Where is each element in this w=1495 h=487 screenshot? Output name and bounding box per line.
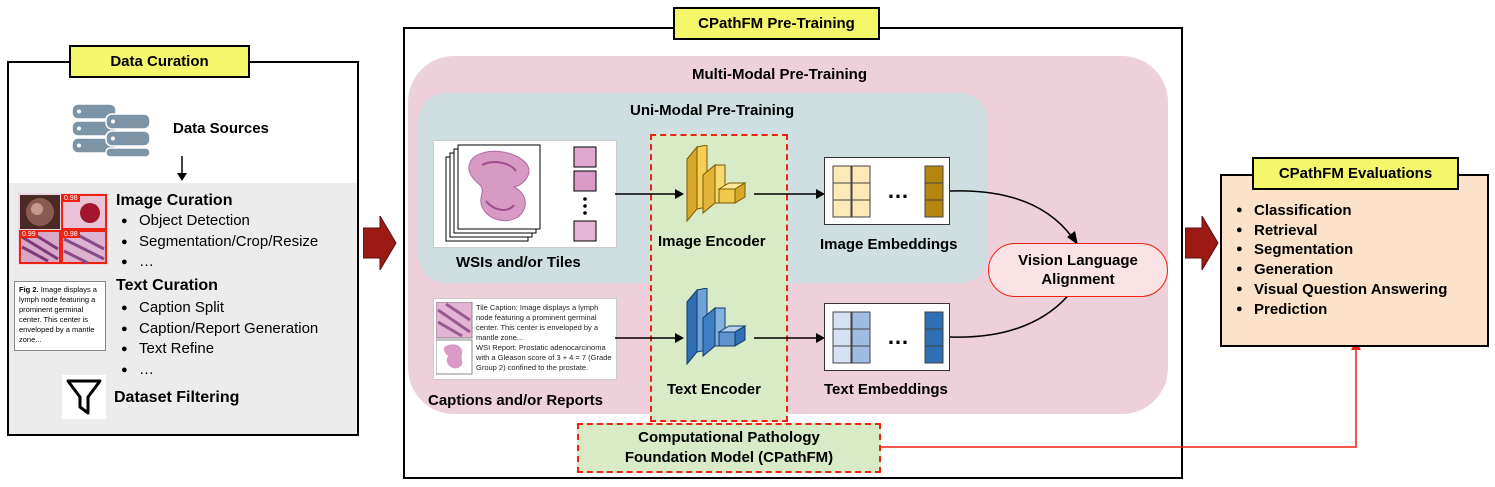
foundation-to-evaluation-connector <box>880 341 1361 448</box>
list-item: Object Detection <box>117 211 318 232</box>
list-item: Retrieval <box>1236 221 1447 241</box>
text-curation-list: Caption Split Caption/Report Generation … <box>117 298 318 380</box>
alignment-oval: Vision Language Alignment <box>988 243 1168 297</box>
fig-caption-box: Fig 2. Image displays a lymph node featu… <box>14 281 106 351</box>
pretraining-title: CPathFM Pre-Training <box>673 7 880 40</box>
flow-arrow-icon <box>1185 216 1219 270</box>
flow-arrow-icon <box>363 216 397 270</box>
data-sources-label: Data Sources <box>173 120 269 137</box>
image-curation-title: Image Curation <box>116 192 233 209</box>
alignment-label: Vision Language Alignment <box>1018 252 1138 288</box>
list-item: Caption/Report Generation <box>117 319 318 340</box>
list-item: Prediction <box>1236 300 1447 320</box>
text-encoder-icon <box>686 288 747 366</box>
text-embeddings-label: Text Embeddings <box>824 381 948 398</box>
image-encoder-icon <box>686 145 747 223</box>
arrow-to-image-encoder <box>615 189 684 199</box>
image-encoder-label: Image Encoder <box>658 233 766 250</box>
text-curation-title: Text Curation <box>116 277 218 294</box>
list-item: Classification <box>1236 201 1447 221</box>
evaluations-title: CPathFM Evaluations <box>1252 157 1459 190</box>
list-item: Visual Question Answering <box>1236 280 1447 300</box>
filter-icon <box>62 375 106 419</box>
image-embeddings-label: Image Embeddings <box>820 236 958 253</box>
arrow-to-text-encoder <box>615 333 684 343</box>
arrow-to-image-embeddings <box>754 189 825 199</box>
data-curation-title: Data Curation <box>69 45 250 78</box>
score-badge-1: 0.98 <box>62 195 80 202</box>
text-encoder-label: Text Encoder <box>667 381 761 398</box>
wsi-tiles-image <box>433 140 617 248</box>
captions-image: Tile Caption: Image displays a lymph nod… <box>433 298 617 380</box>
score-badge-3: 0.98 <box>62 231 80 238</box>
image-embeddings-box: … <box>824 157 950 225</box>
foundation-model-box: Computational Pathology Foundation Model… <box>577 423 881 473</box>
list-item: Segmentation <box>1236 240 1447 260</box>
database-icon <box>71 103 151 158</box>
list-item: … <box>117 360 318 381</box>
tile-caption-text: Tile Caption: Image displays a lymph nod… <box>476 303 599 342</box>
dataset-filtering-label: Dataset Filtering <box>114 389 240 406</box>
list-item: Generation <box>1236 260 1447 280</box>
foundation-model-label: Computational Pathology Foundation Model… <box>624 429 834 466</box>
image-embeddings-dots: … <box>887 178 909 203</box>
wsi-report-text: WSI Report: Prostatic adenocarcinoma wit… <box>476 343 612 372</box>
uni-modal-title: Uni-Modal Pre-Training <box>630 102 795 119</box>
list-item: … <box>117 252 318 273</box>
fig-text: Image displays a lymph node featuring a … <box>19 285 97 344</box>
evaluations-list: Classification Retrieval Segmentation Ge… <box>1236 201 1447 319</box>
list-item: Segmentation/Crop/Resize <box>117 232 318 253</box>
text-embeddings-box: … <box>824 303 950 371</box>
list-item: Text Refine <box>117 339 318 360</box>
text-embeddings-dots: … <box>887 324 909 349</box>
score-badge-2: 0.99 <box>20 231 38 238</box>
arrow-to-text-embeddings <box>754 333 825 343</box>
multi-modal-title: Multi-Modal Pre-Training <box>692 66 867 83</box>
down-arrow-icon <box>177 156 187 181</box>
image-curation-list: Object Detection Segmentation/Crop/Resiz… <box>117 211 318 273</box>
captions-label: Captions and/or Reports <box>428 392 604 409</box>
wsis-label: WSIs and/or Tiles <box>456 254 581 271</box>
fig-label: Fig 2. <box>19 285 39 294</box>
list-item: Caption Split <box>117 298 318 319</box>
detection-image: 0.98 0.99 0.98 <box>18 193 108 265</box>
